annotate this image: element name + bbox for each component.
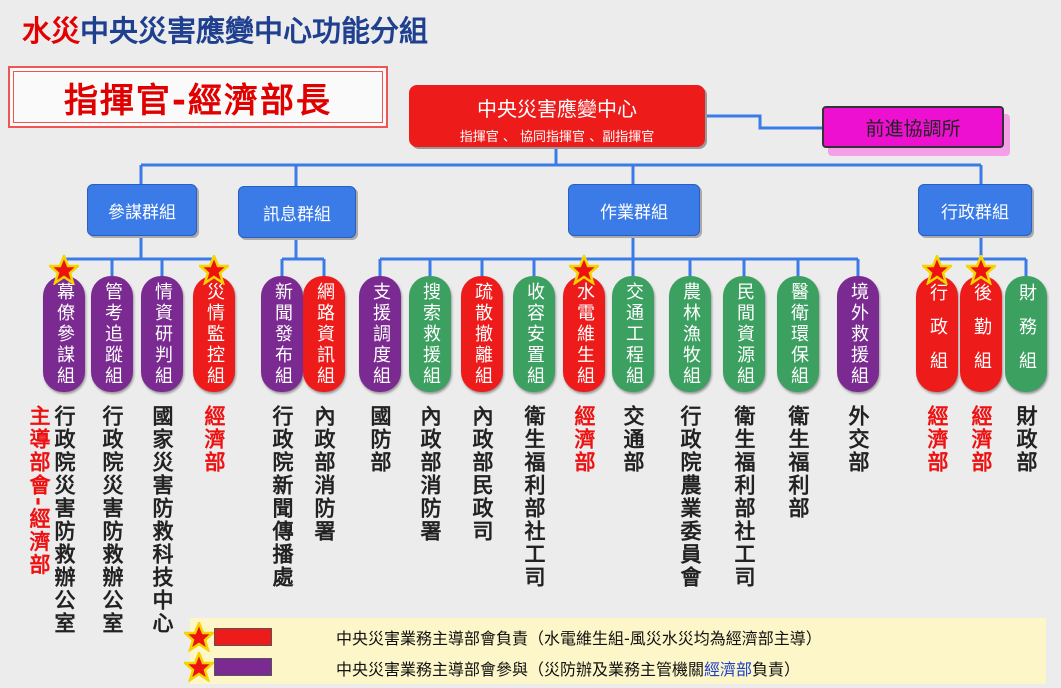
legend-line-2: 中央災害業務主導部會參與（災防辦及業務主管機關經濟部負責） — [336, 660, 801, 679]
unit-label: 民間資源組 — [734, 281, 755, 387]
commander-banner: 指揮官-經濟部長 — [8, 66, 388, 128]
unit-box: 行政組 — [916, 276, 958, 392]
title-main: 中央災害應變中心功能分組 — [80, 14, 429, 48]
responsible-ministry: 財政部 — [1014, 405, 1038, 474]
legend-star-icon-2 — [184, 652, 214, 682]
legend-line-1: 中央災害業務主導部會負責（水電維生組-風災水災均為經濟部主導） — [336, 629, 822, 648]
unit-box: 災情監控組 — [193, 276, 235, 392]
unit-box: 搜索救援組 — [409, 276, 451, 392]
responsible-ministry: 國防部 — [368, 405, 392, 474]
responsible-ministry: 外交部 — [846, 405, 870, 474]
responsible-ministry: 衛生福利部 — [786, 405, 810, 520]
lead-star-icon — [966, 255, 996, 285]
unit-label: 醫衛環保組 — [788, 281, 809, 387]
central-command-box: 中央災害應變中心 指揮官 、 協同指揮官 、副指揮官 — [409, 85, 705, 147]
unit-box: 後勤組 — [960, 276, 1002, 392]
unit-label: 水電維生組 — [574, 281, 595, 387]
unit-label: 境外救援組 — [848, 281, 869, 387]
commander-label: 指揮官-經濟部長 — [63, 80, 333, 121]
legend: 中央災害業務主導部會負責（水電維生組-風災水災均為經濟部主導） 中央災害業務主導… — [190, 618, 1046, 684]
title-disaster-type: 水災 — [22, 14, 81, 48]
forward-coordination-post: 前進協調所 — [822, 106, 1004, 148]
group-information: 訊息群組 — [238, 186, 356, 238]
unit-box: 交通工程組 — [612, 276, 654, 392]
page-title: 水災中央災害應變中心功能分組 — [22, 8, 428, 50]
central-command-subtitle: 指揮官 、 協同指揮官 、副指揮官 — [459, 130, 655, 145]
unit-label: 交通工程組 — [623, 281, 644, 387]
unit-label: 情資研判組 — [152, 281, 173, 387]
unit-box: 情資研判組 — [141, 276, 183, 392]
lead-ministry-label: 主導部會-經濟部 — [27, 405, 51, 577]
unit-label: 網路資訊組 — [314, 281, 335, 387]
responsible-ministry: 行政院災害防救辦公室 — [52, 405, 76, 635]
central-command-title: 中央災害應變中心 — [477, 97, 637, 121]
unit-label: 後勤組 — [971, 283, 992, 385]
unit-label: 收容安置組 — [524, 281, 545, 387]
unit-box: 支援調度組 — [359, 276, 401, 392]
unit-label: 疏散撤離組 — [472, 281, 493, 387]
unit-box: 醫衛環保組 — [777, 276, 819, 392]
responsible-ministry: 行政院新聞傳播處 — [270, 405, 294, 589]
lead-star-icon — [199, 255, 229, 285]
responsible-ministry: 行政院農業委員會 — [678, 405, 702, 589]
responsible-ministry: 衛生福利部社工司 — [522, 405, 546, 589]
group-operations: 作業群組 — [568, 184, 700, 236]
unit-box: 收容安置組 — [513, 276, 555, 392]
unit-label: 新聞發布組 — [272, 281, 293, 387]
legend-red-bar — [214, 628, 272, 646]
unit-label: 幕僚參謀組 — [54, 281, 75, 387]
lead-star-icon — [569, 255, 599, 285]
unit-label: 行政組 — [927, 283, 948, 385]
responsible-ministry: 經濟部 — [572, 405, 596, 474]
unit-box: 管考追蹤組 — [91, 276, 133, 392]
legend-ministry-highlight: 經濟部 — [704, 660, 753, 679]
responsible-ministry: 行政院災害防救辦公室 — [100, 405, 124, 635]
unit-box: 新聞發布組 — [261, 276, 303, 392]
unit-label: 農林漁牧組 — [680, 281, 701, 387]
unit-label: 搜索救援組 — [420, 281, 441, 387]
unit-box: 水電維生組 — [563, 276, 605, 392]
unit-label: 管考追蹤組 — [102, 281, 123, 387]
responsible-ministry: 經濟部 — [202, 405, 226, 474]
unit-box: 農林漁牧組 — [669, 276, 711, 392]
unit-box: 網路資訊組 — [303, 276, 345, 392]
group-administration: 行政群組 — [918, 184, 1032, 236]
unit-box: 疏散撤離組 — [461, 276, 503, 392]
responsible-ministry: 經濟部 — [925, 405, 949, 474]
responsible-ministry: 國家災害防救科技中心 — [150, 405, 174, 635]
responsible-ministry: 經濟部 — [969, 405, 993, 474]
forward-post-label: 前進協調所 — [865, 117, 961, 140]
responsible-ministry: 衛生福利部社工司 — [732, 405, 756, 589]
lead-star-icon — [49, 255, 79, 285]
lead-star-icon — [922, 255, 952, 285]
unit-label: 財務組 — [1016, 283, 1037, 385]
unit-label: 災情監控組 — [204, 281, 225, 387]
unit-box: 民間資源組 — [723, 276, 765, 392]
unit-box: 幕僚參謀組 — [43, 276, 85, 392]
responsible-ministry: 內政部消防署 — [312, 405, 336, 543]
responsible-ministry: 內政部民政司 — [470, 405, 494, 543]
legend-star-icon-1 — [184, 622, 214, 652]
responsible-ministry: 內政部消防署 — [418, 405, 442, 543]
responsible-ministry: 交通部 — [621, 405, 645, 474]
unit-box: 財務組 — [1005, 276, 1047, 392]
group-staff: 參謀群組 — [87, 184, 197, 236]
unit-box: 境外救援組 — [837, 276, 879, 392]
legend-purple-bar — [214, 658, 272, 676]
unit-label: 支援調度組 — [370, 281, 391, 387]
